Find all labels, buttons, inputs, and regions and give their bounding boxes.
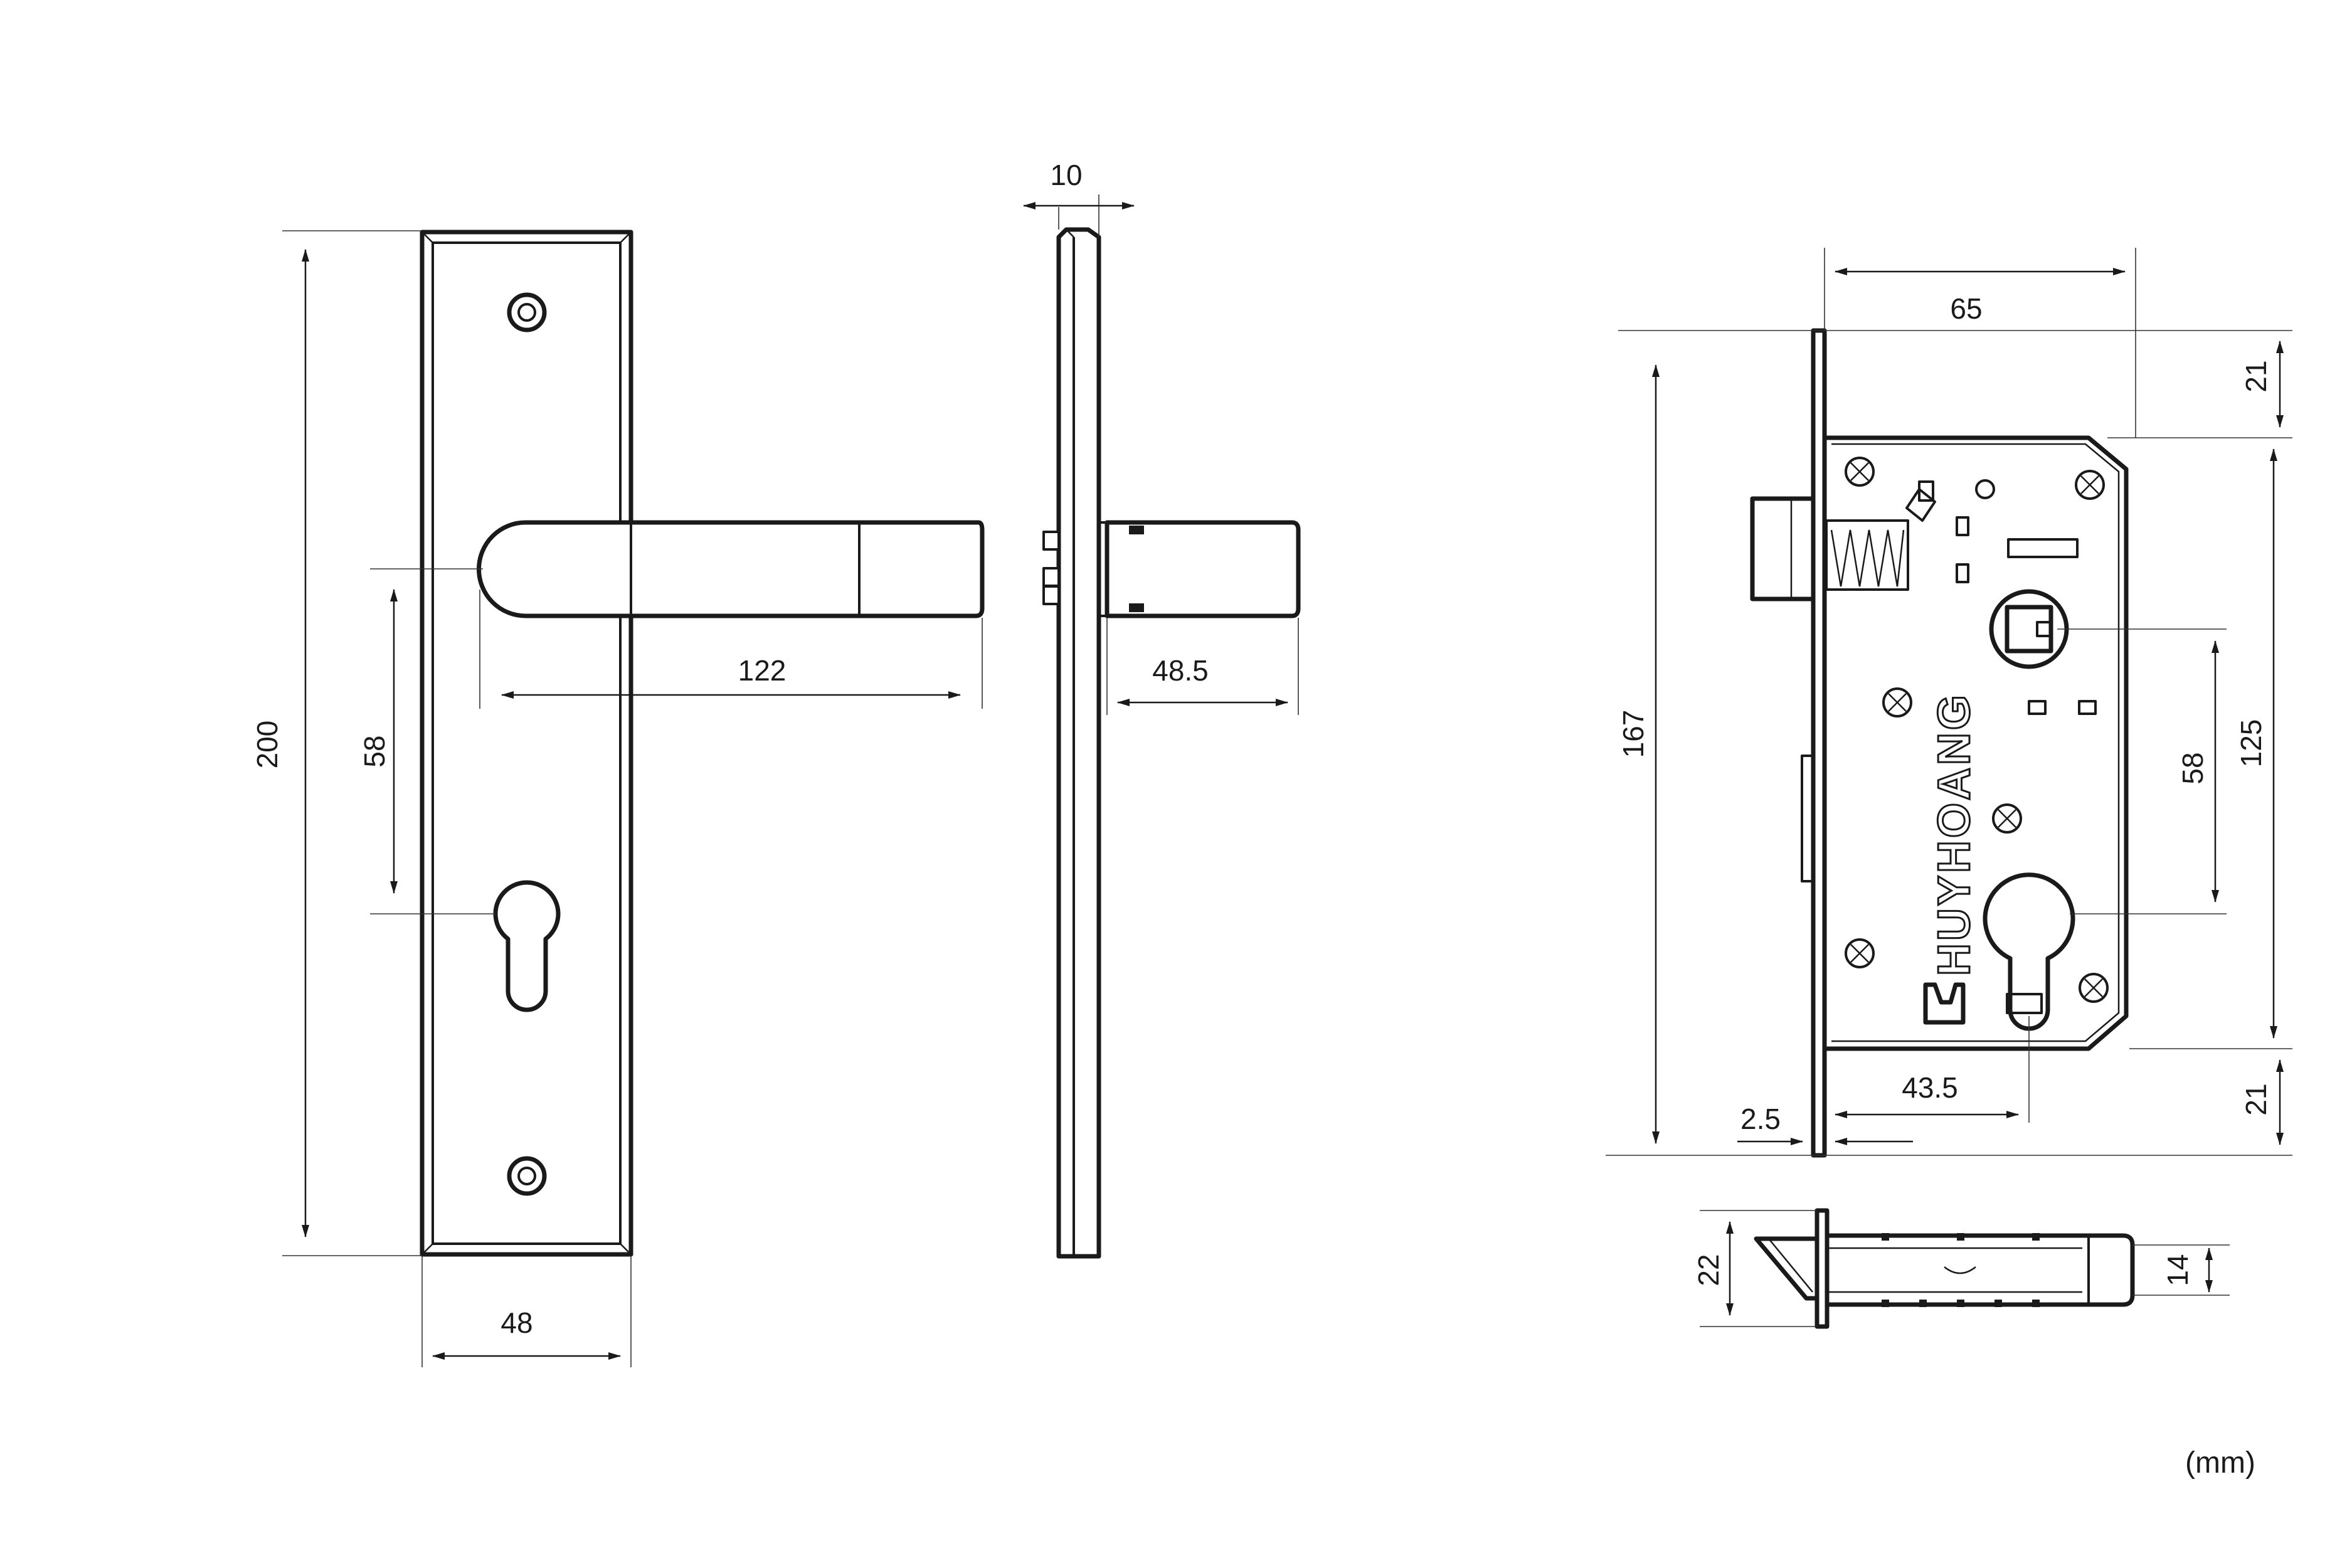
bottom-case — [1827, 1233, 2135, 1307]
plate-height-label: 200 — [251, 721, 283, 769]
plate-outline — [420, 230, 633, 1257]
screw-spacing-label: 125 — [2235, 719, 2267, 768]
body-height-label: 167 — [1617, 710, 1650, 758]
mortise-lock-body: HUYHOANG 65 167 21 125 58 21 — [1606, 248, 2292, 1158]
bottom-screw-hole — [507, 1156, 547, 1196]
plate-width-label: 48 — [501, 1306, 532, 1339]
spring-mechanism — [1825, 488, 1936, 591]
cam-part — [1923, 982, 1966, 1025]
backset-label: 43.5 — [1902, 1071, 1958, 1104]
small-parts — [1918, 479, 2097, 715]
plate-inner-bevel — [432, 241, 622, 1245]
handle-length-label: 122 — [738, 654, 787, 687]
plate-thickness-label: 10 — [1050, 159, 1082, 191]
body-depth-label: 14 — [2161, 1254, 2194, 1286]
cylinder-hole — [1983, 872, 2075, 1031]
faceplate — [1811, 328, 1827, 1158]
brand-text: HUYHOANG — [1929, 692, 1979, 976]
keyhole — [493, 880, 561, 1012]
deadbolt-slot — [1801, 755, 1814, 882]
latch-depth-label: 22 — [1692, 1254, 1725, 1286]
body-width-label: 65 — [1950, 292, 1982, 325]
latch-bolt — [1750, 496, 1816, 601]
side-view-handle: 10 48.5 — [1023, 159, 1301, 1259]
unit-label: (mm) — [2185, 1446, 2255, 1480]
top-margin-label: 21 — [2240, 360, 2272, 392]
lock-case — [1825, 435, 2129, 1051]
bottom-margin-label: 21 — [2240, 1083, 2272, 1115]
side-handle-stub — [1099, 520, 1301, 618]
lever-handle — [477, 520, 985, 618]
follower-hub — [1989, 589, 2069, 669]
hole-spacing-right-label: 58 — [2176, 752, 2209, 784]
lock-bottom-view: 22 14 — [1692, 1208, 2230, 1329]
front-view-handle-plate: 200 58 122 48 — [251, 230, 985, 1367]
bottom-faceplate — [1814, 1208, 1830, 1329]
internal-screws — [1845, 457, 2109, 1003]
handle-projection-label: 48.5 — [1152, 654, 1209, 687]
faceplate-thickness-label: 2.5 — [1740, 1103, 1781, 1135]
hole-spacing-left-label: 58 — [358, 735, 391, 767]
top-screw-hole — [507, 292, 547, 332]
side-plate-outline — [1056, 227, 1101, 1259]
latch-wedge — [1754, 1236, 1817, 1301]
